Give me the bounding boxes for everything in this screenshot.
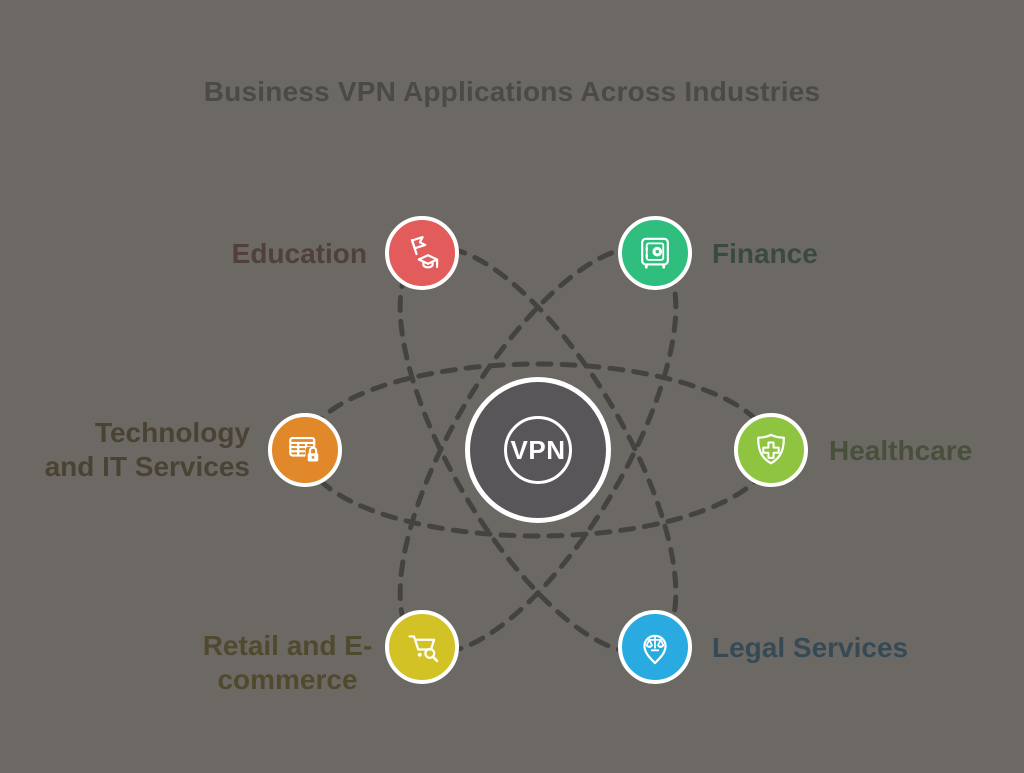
safe-vault-icon xyxy=(641,237,669,269)
vpn-hub: VPN xyxy=(465,377,611,523)
healthcare-node xyxy=(734,413,808,487)
healthcare-label: Healthcare xyxy=(829,435,973,466)
technology-label: Technology and IT Services xyxy=(44,417,250,482)
finance-label: Finance xyxy=(712,238,818,269)
retail-node xyxy=(385,610,459,684)
education-node xyxy=(385,216,459,290)
retail-label: Retail and E- commerce xyxy=(202,630,373,695)
pin-justice-scales-icon xyxy=(643,634,667,665)
shopping-cart-search-icon xyxy=(408,635,439,663)
vpn-hub-label: VPN xyxy=(510,434,566,465)
technology-node xyxy=(268,413,342,487)
finance-node xyxy=(618,216,692,290)
legal-node xyxy=(618,610,692,684)
diagram-title: Business VPN Applications Across Industr… xyxy=(203,76,821,107)
education-label: Education xyxy=(231,238,367,269)
shield-medical-cross-icon xyxy=(757,433,785,465)
flag-graduation-cap-icon xyxy=(410,236,439,269)
data-table-lock-icon xyxy=(289,436,322,464)
legal-label: Legal Services xyxy=(712,632,909,663)
vpn-hub-ring: VPN xyxy=(504,416,572,484)
